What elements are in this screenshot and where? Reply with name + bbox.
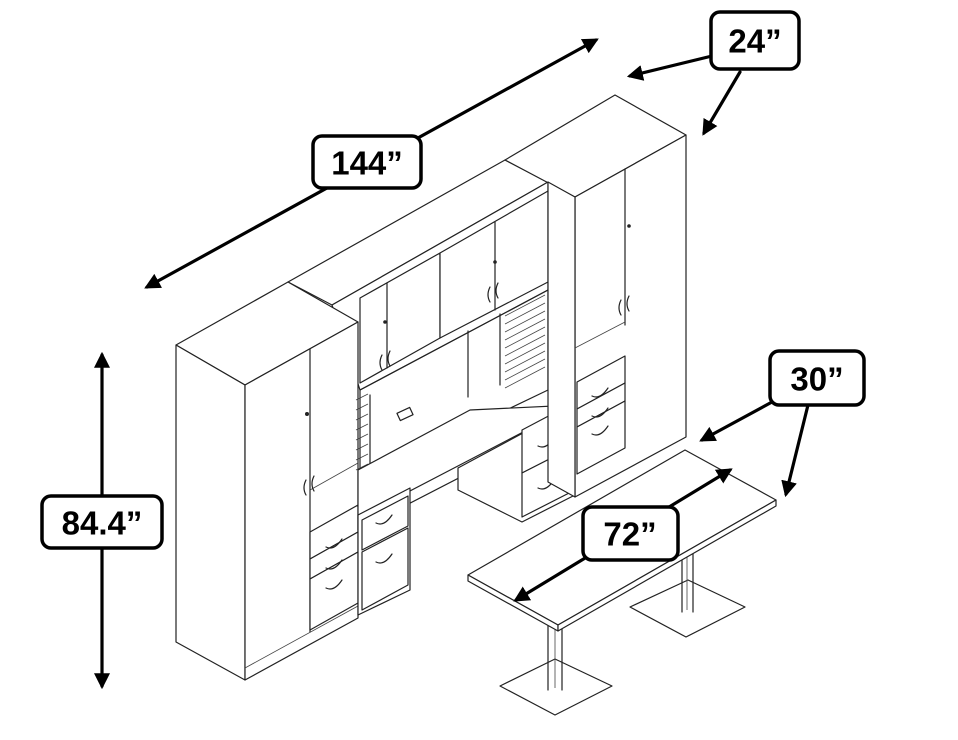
table-depth-arrow-right xyxy=(781,403,810,498)
table-length-label: 72” xyxy=(581,505,680,562)
table-depth-arrow-left xyxy=(699,400,774,442)
table-depth-label-text: 30” xyxy=(790,361,843,398)
width-label-text: 144” xyxy=(331,145,403,182)
table-base-left xyxy=(499,658,613,716)
height-label: 84.4” xyxy=(40,494,164,550)
depth-arrow-right xyxy=(702,70,742,136)
height-label-text: 84.4” xyxy=(62,505,143,542)
table-depth-label: 30” xyxy=(768,349,866,407)
depth-label-text: 24” xyxy=(728,23,781,60)
table-base-right xyxy=(629,579,746,638)
left-desk-pedestal xyxy=(357,487,411,616)
depth-arrow-left xyxy=(626,54,714,81)
table-length-label-text: 72” xyxy=(603,516,656,553)
left-tall-cabinet xyxy=(175,281,359,681)
depth-label: 24” xyxy=(709,10,801,71)
width-label: 144” xyxy=(311,134,423,190)
